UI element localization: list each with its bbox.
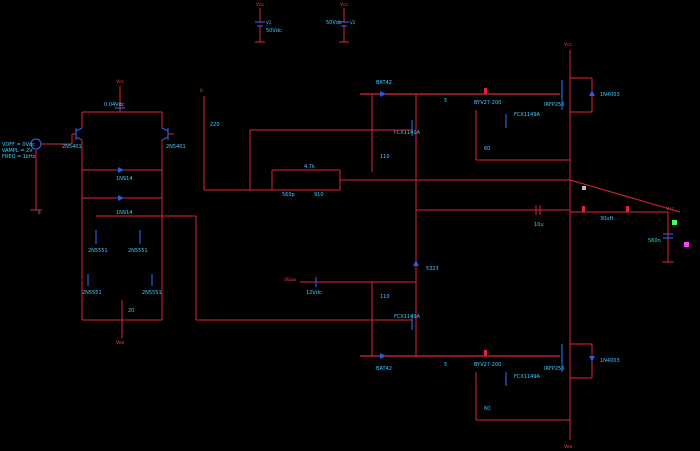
q-prot-top-label: FCX1149A <box>514 112 541 118</box>
q-drv-bot-label: FCX1149A <box>394 314 421 320</box>
supply-v1[interactable]: Vcc V1 50Vdc <box>255 2 282 43</box>
source-voff: VOFF = 0Vdc <box>2 142 35 148</box>
v2-ref: V2 <box>350 20 356 25</box>
r-fb-label: 4.7k <box>304 164 315 170</box>
q3-label: 2N5551 <box>88 248 108 254</box>
l-out-label: 30uH <box>600 216 614 222</box>
q1-label: 2N5401 <box>62 144 82 150</box>
q-drv-top-label: FCX1149A <box>394 130 421 136</box>
driver-stage[interactable]: BAT42 110 FCX1149A 5323 Vbias 12Vdc 110 … <box>195 80 570 372</box>
output-filter[interactable]: 10u 30uH Vcc 560n <box>534 179 689 263</box>
r-tail-label: 20 <box>128 308 134 314</box>
v1-ref: V1 <box>266 20 272 25</box>
vcc-net-right: Vcc <box>564 42 573 48</box>
vee-net-right: Vee <box>564 444 572 450</box>
q2-label: 2N5401 <box>166 144 186 150</box>
probe-marker-gray <box>582 186 586 190</box>
r-top-label: 220 <box>210 122 220 128</box>
zero-net-label: 0 <box>200 88 203 94</box>
q-prot-bot-label: FCX1149A <box>514 374 541 380</box>
c-load-label: 560n <box>648 238 661 244</box>
probe-marker-magenta <box>684 242 689 247</box>
input-stage[interactable]: Vcc 0.04Vdc 2N5401 2N5401 1N914 1N914 2N… <box>62 79 196 346</box>
feedback-network[interactable]: 0 220 4.7k 560p 910 <box>200 88 570 198</box>
r-60-bot-label: 60 <box>484 406 490 412</box>
vcc-net-top-left: Vcc <box>116 79 125 85</box>
r-60-top-label: 60 <box>484 146 490 152</box>
c-out-label: 10u <box>534 222 544 228</box>
d-fly-top-label: 1N4003 <box>600 92 620 98</box>
v1-net-label: Vcc <box>256 2 265 8</box>
m-bot-label: IRFP250 <box>544 366 564 372</box>
source-vampl: VAMPL = 2V <box>2 148 33 154</box>
c-in-label: 0.04Vdc <box>104 102 125 108</box>
source-freq: FREQ = 1kHz <box>2 154 36 160</box>
probe-marker-green <box>672 220 677 225</box>
d-bat-top-label: BAT42 <box>376 80 392 86</box>
output-top[interactable]: 5 BYV27-200 FCX1149A 60 IRFP250 Vcc 1N40… <box>420 42 620 340</box>
v2-value: 50Vdc <box>326 20 342 26</box>
d2-label: 1N914 <box>116 210 132 216</box>
r-fb2-label: 910 <box>314 192 324 198</box>
d-byv-top-label: BYV27-200 <box>474 100 501 106</box>
d-bat-bot-label: BAT42 <box>376 366 392 372</box>
r-top-base-label: 110 <box>380 154 390 160</box>
vee-net-left: Vee <box>116 340 124 346</box>
v2-net-label: Vcc <box>340 2 349 8</box>
input-source[interactable]: VOFF = 0Vdc VAMPL = 2V FREQ = 1kHz 0 <box>2 138 72 215</box>
supply-v2[interactable]: Vcc V2 50Vdc <box>326 2 356 43</box>
v-bias-label: 12Vdc <box>306 290 322 296</box>
d1-label: 1N914 <box>116 176 132 182</box>
d-fly-bot-label: 1N4003 <box>600 358 620 364</box>
q6-label: 2N5551 <box>142 290 162 296</box>
source-ground-label: 0 <box>38 210 41 215</box>
zd-label: 5323 <box>426 266 439 272</box>
m-top-label: IRFP250 <box>544 102 564 108</box>
v1-value: 50Vdc <box>266 28 282 34</box>
c-fb-label: 560p <box>282 192 295 198</box>
bias-net-label: Vbias <box>284 277 297 283</box>
r-g-bot-label: 5 <box>444 362 447 368</box>
d-byv-bot-label: BYV27-200 <box>474 362 501 368</box>
r-bot-base-label: 110 <box>380 294 390 300</box>
r-g-top-label: 5 <box>444 98 447 104</box>
output-bottom[interactable]: 5 BYV27-200 FCX1149A 60 IRFP250 Vee 1N40… <box>420 340 620 450</box>
q4-label: 2N5551 <box>128 248 148 254</box>
q5-label: 2N5551 <box>82 290 102 296</box>
